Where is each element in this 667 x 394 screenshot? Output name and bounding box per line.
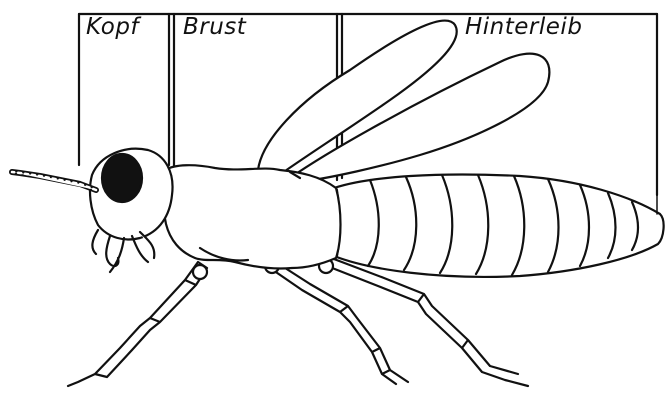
label-hinterleib: Hinterleib [465, 14, 582, 40]
thorax-outline [163, 165, 341, 268]
compound-eye [102, 154, 142, 202]
front-leg-joint [193, 265, 207, 279]
abdomen [334, 175, 664, 277]
label-brust: Brust [183, 14, 246, 40]
front-leg [68, 262, 207, 386]
wings [258, 21, 549, 182]
label-kopf: Kopf [86, 14, 139, 40]
head [12, 149, 173, 272]
thorax [163, 165, 341, 268]
